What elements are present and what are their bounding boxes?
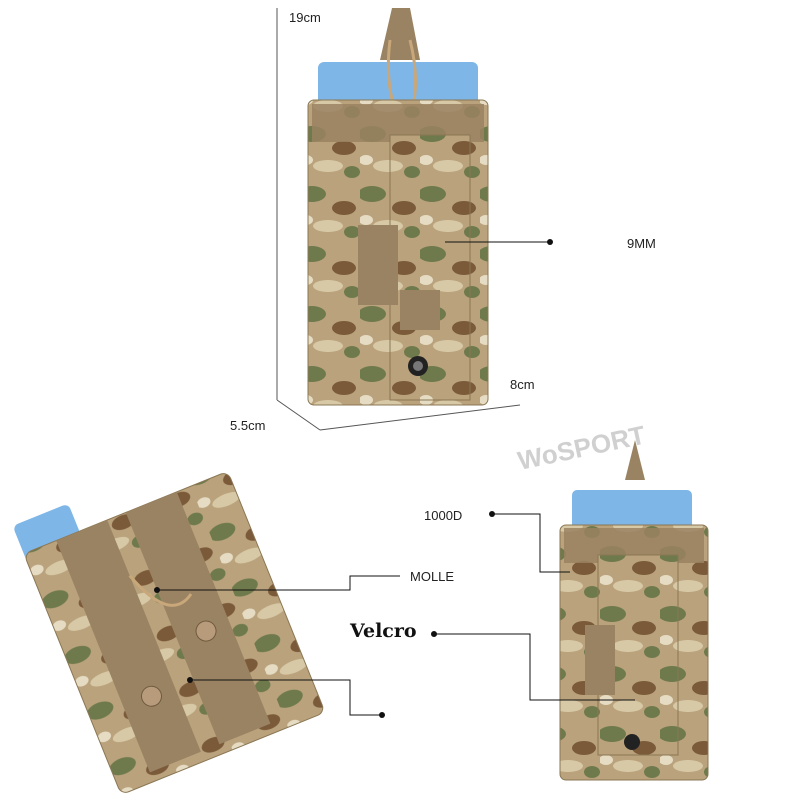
velcro-label: Velcro	[350, 620, 417, 642]
leader-rear-strap	[187, 677, 385, 718]
dimension-lines	[276, 8, 521, 431]
molle-label: MOLLE	[410, 569, 455, 584]
leader-1000d	[489, 511, 570, 573]
width-label: 8cm	[510, 377, 535, 392]
molle-strap-1	[56, 519, 201, 773]
pouch-front-view	[307, 8, 489, 406]
pouch-side-view	[559, 440, 709, 781]
magazine-top	[318, 62, 478, 107]
depth-label: 5.5cm	[230, 418, 266, 433]
watermark-logo: WoSPORT	[515, 420, 648, 476]
leader-9mm	[445, 239, 553, 245]
pouch-rear-view	[14, 473, 324, 793]
velcro-strap	[358, 225, 398, 305]
mag-size-label: 9MM	[627, 236, 656, 251]
height-label: 19cm	[289, 10, 321, 25]
leader-molle	[154, 575, 400, 593]
molle-strap-2	[125, 491, 271, 745]
fabric-label: 1000D	[424, 508, 463, 523]
leader-velcro	[431, 631, 635, 701]
